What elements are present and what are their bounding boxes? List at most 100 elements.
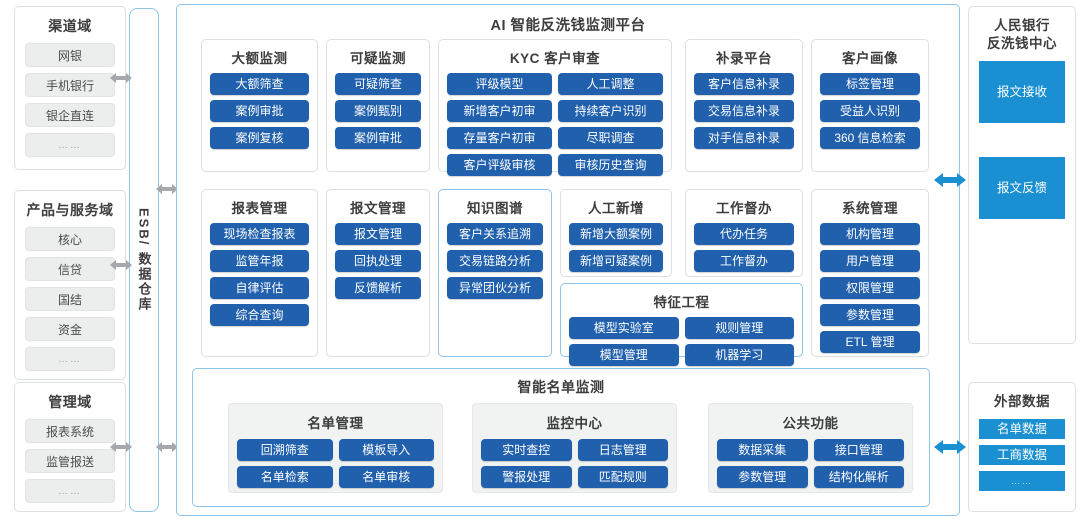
subgroup-button[interactable]: 模板导入: [338, 439, 434, 461]
module-title: 补录平台: [716, 51, 772, 66]
module-button[interactable]: 人工调整: [558, 73, 663, 95]
module-button[interactable]: 现场检查报表: [210, 223, 309, 245]
arrow-platform-to-external-data: [934, 437, 966, 457]
subgroup-title: 监控中心: [546, 416, 603, 431]
subgroup-button-list: 回溯筛查 模板导入 名单检索 名单审核: [229, 439, 442, 488]
module-button[interactable]: 评级模型: [447, 73, 552, 95]
module-card-customer-profile: 客户画像 标签管理 受益人识别 360 信息检索: [811, 39, 929, 172]
module-button[interactable]: 异常团伙分析: [447, 277, 543, 299]
module-button[interactable]: 模型实验室: [569, 317, 679, 339]
module-button-list: 客户关系追溯 交易链路分析 异常团伙分析: [439, 223, 551, 299]
domain-chip[interactable]: 核心: [25, 227, 115, 251]
module-button[interactable]: 可疑筛查: [335, 73, 421, 95]
subgroup-button[interactable]: 接口管理: [813, 439, 904, 461]
module-title: 报表管理: [231, 201, 288, 216]
list-data-box[interactable]: 名单数据: [979, 419, 1065, 439]
module-button-list: 可疑筛查 案例甄别 案例审批: [327, 73, 429, 149]
module-card-large-amount-monitoring: 大额监测 大额筛查 案例审批 案例复核: [201, 39, 318, 172]
module-button[interactable]: 代办任务: [694, 223, 794, 245]
subgroup-button[interactable]: 数据采集: [717, 439, 808, 461]
module-button[interactable]: 模型管理: [569, 344, 679, 366]
module-button[interactable]: 报文管理: [335, 223, 421, 245]
domain-chip[interactable]: 国结: [25, 287, 115, 311]
module-button[interactable]: 存量客户初审: [447, 127, 552, 149]
domain-chip[interactable]: 银企直连: [25, 103, 115, 127]
domain-chip-ellipsis: ……: [25, 133, 115, 157]
module-button[interactable]: 交易链路分析: [447, 250, 543, 272]
module-button[interactable]: 规则管理: [684, 317, 794, 339]
module-button-list: 报文管理 回执处理 反馈解析: [327, 223, 429, 299]
module-button[interactable]: ETL 管理: [820, 331, 920, 353]
business-data-box[interactable]: 工商数据: [979, 445, 1065, 465]
module-button[interactable]: 标签管理: [820, 73, 920, 95]
subgroup-button[interactable]: 匹配规则: [577, 466, 668, 488]
module-button[interactable]: 新增可疑案例: [569, 250, 663, 272]
domain-chip[interactable]: 报表系统: [25, 419, 115, 443]
module-button-list: 客户信息补录 交易信息补录 对手信息补录: [686, 73, 802, 149]
module-button[interactable]: 机构管理: [820, 223, 920, 245]
module-button[interactable]: 尽职调查: [558, 127, 663, 149]
arrow-esb-to-platform-top: [156, 182, 178, 196]
module-card-supplementary-platform: 补录平台 客户信息补录 交易信息补录 对手信息补录: [685, 39, 803, 172]
domain-title: 渠道域: [48, 18, 92, 34]
domain-chip[interactable]: 信贷: [25, 257, 115, 281]
message-receive-box[interactable]: 报文接收: [979, 61, 1065, 123]
module-button[interactable]: 参数管理: [820, 304, 920, 326]
subgroup-button[interactable]: 参数管理: [717, 466, 808, 488]
domain-chip[interactable]: 监管报送: [25, 449, 115, 473]
module-button[interactable]: 客户关系追溯: [447, 223, 543, 245]
right-panel-title: 人民银行 反洗钱中心: [969, 7, 1075, 61]
subgroup-button[interactable]: 回溯筛查: [237, 439, 333, 461]
module-button[interactable]: 客户信息补录: [694, 73, 794, 95]
module-button[interactable]: 审核历史查询: [558, 154, 663, 176]
module-title: 工作督办: [716, 201, 772, 216]
subgroup-button[interactable]: 实时查控: [481, 439, 572, 461]
subgroup-button[interactable]: 名单审核: [338, 466, 434, 488]
module-button[interactable]: 监管年报: [210, 250, 309, 272]
right-panel-title-line2: 反洗钱中心: [987, 36, 1057, 51]
module-button[interactable]: 用户管理: [820, 250, 920, 272]
module-title: 客户画像: [842, 51, 898, 66]
module-button[interactable]: 案例审批: [210, 100, 309, 122]
module-button[interactable]: 受益人识别: [820, 100, 920, 122]
module-button[interactable]: 案例甄别: [335, 100, 421, 122]
right-panel-title-line1: 人民银行: [994, 18, 1050, 33]
module-button[interactable]: 自律评估: [210, 277, 309, 299]
message-feedback-box[interactable]: 报文反馈: [979, 157, 1065, 219]
module-button[interactable]: 回执处理: [335, 250, 421, 272]
module-button[interactable]: 机器学习: [684, 344, 794, 366]
subgroup-button[interactable]: 警报处理: [481, 466, 572, 488]
domain-chip[interactable]: 手机银行: [25, 73, 115, 97]
module-button[interactable]: 反馈解析: [335, 277, 421, 299]
module-title: 系统管理: [842, 201, 898, 216]
arrow-product-to-esb: [110, 258, 132, 272]
module-button[interactable]: 交易信息补录: [694, 100, 794, 122]
module-button[interactable]: 综合查询: [210, 304, 309, 326]
module-title: 大额监测: [231, 51, 288, 66]
module-title: 人工新增: [588, 201, 644, 216]
module-card-system-management: 系统管理 机构管理 用户管理 权限管理 参数管理 ETL 管理: [811, 189, 929, 357]
domain-chip[interactable]: 网银: [25, 43, 115, 67]
module-button[interactable]: 客户评级审核: [447, 154, 552, 176]
right-panel-title: 外部数据: [994, 394, 1050, 409]
module-button[interactable]: 案例审批: [335, 127, 421, 149]
subgroup-title: 名单管理: [307, 416, 364, 431]
module-button-list: 大额筛查 案例审批 案例复核: [202, 73, 317, 149]
module-button[interactable]: 360 信息检索: [820, 127, 920, 149]
module-button[interactable]: 新增大额案例: [569, 223, 663, 245]
domain-chip[interactable]: 资金: [25, 317, 115, 341]
module-button[interactable]: 大额筛查: [210, 73, 309, 95]
module-card-kyc-customer-review: KYC 客户审查 评级模型 人工调整 新增客户初审 持续客户识别 存量客户初审 …: [438, 39, 672, 176]
module-button[interactable]: 案例复核: [210, 127, 309, 149]
module-button[interactable]: 对手信息补录: [694, 127, 794, 149]
module-button[interactable]: 工作督办: [694, 250, 794, 272]
domain-panel-channel: 渠道域 网银 手机银行 银企直连 ……: [14, 6, 126, 170]
subgroup-button[interactable]: 日志管理: [577, 439, 668, 461]
module-button[interactable]: 持续客户识别: [558, 100, 663, 122]
domain-panel-product-service: 产品与服务域 核心 信贷 国结 资金 ……: [14, 190, 126, 380]
module-button[interactable]: 权限管理: [820, 277, 920, 299]
module-button[interactable]: 新增客户初审: [447, 100, 552, 122]
subgroup-button[interactable]: 名单检索: [237, 466, 333, 488]
domain-chip-ellipsis: ……: [25, 479, 115, 503]
subgroup-button[interactable]: 结构化解析: [813, 466, 904, 488]
